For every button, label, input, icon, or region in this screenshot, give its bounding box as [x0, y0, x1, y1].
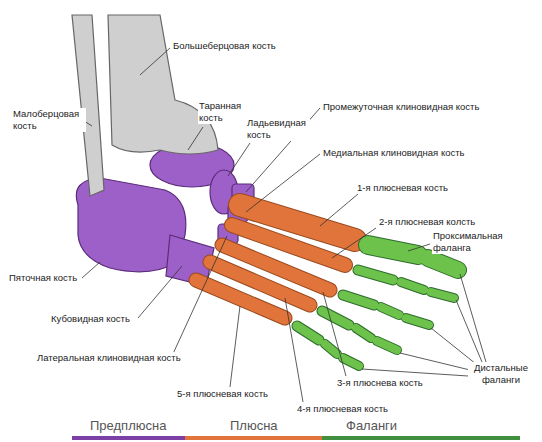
part-label: 1-я плюсневая кость [356, 182, 449, 194]
legend-swatch [185, 436, 322, 440]
legend-text: Фаланги [346, 418, 397, 433]
part-label: Дистальные фаланги [468, 362, 534, 386]
part-label: 3-я плюснева кость [336, 377, 424, 389]
part-label: Латеральная клиновидная кость [36, 352, 182, 364]
part-label: Большеберцовая кость [172, 40, 277, 52]
part-label: Проксимальная фаланга [432, 230, 510, 254]
fibula-bone [72, 15, 104, 196]
part-label: Пяточная кость [8, 272, 78, 284]
tibia-bone [108, 15, 218, 154]
leader-lines [82, 48, 486, 402]
metatarsal-bones [196, 205, 355, 318]
part-label: Медиальная клиновидная кость [322, 147, 465, 159]
legend-text: Предплюсна [90, 418, 166, 433]
legend-swatch [322, 436, 520, 440]
part-label: 2-я плюсневая колсть [378, 216, 476, 228]
part-label: Малоберцовая кость [12, 108, 86, 132]
part-label: Таранная кость [198, 100, 252, 124]
part-label: Кубовидная кость [50, 313, 131, 325]
legend-swatch [72, 436, 185, 440]
part-label: 4-я плюсневая кость [296, 403, 389, 415]
part-label: Промежуточная клиновидная кость [322, 101, 480, 113]
part-label: Ладьевидная кость [246, 117, 310, 141]
legend-text: Плюсна [230, 418, 278, 433]
phalanx-bones [297, 245, 458, 366]
part-label: 5-я плюсневая кость [176, 388, 269, 400]
